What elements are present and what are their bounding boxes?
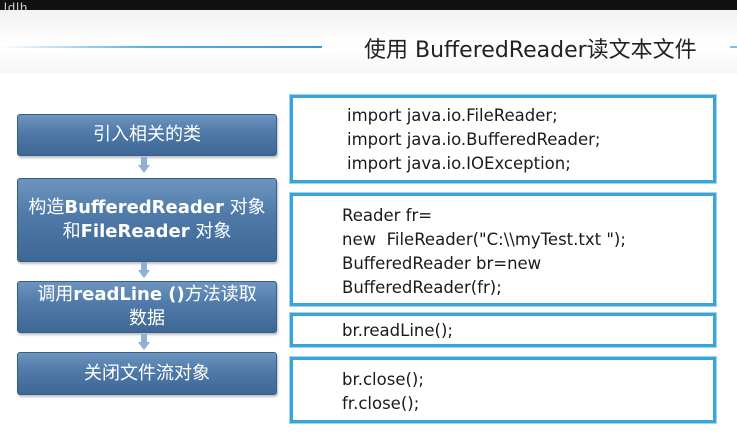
step-text-line: 调用readLine ()方法读取 [37, 283, 257, 307]
step-keyword: readLine () [73, 284, 185, 305]
step-text: 对象 [223, 197, 266, 218]
step-construct-readers: 构造BufferedReader 对象和FileReader 对象 [17, 178, 277, 262]
step-text-line: 构造BufferedReader 对象 [28, 196, 265, 220]
top-bar [0, 0, 737, 10]
step-keyword: BufferedReader [64, 197, 224, 218]
step-text: 数据 [129, 308, 165, 329]
step-text: 方法读取 [184, 284, 257, 305]
code-box-constructors: Reader fr= new FileReader("C:\\myTest.txt… [290, 193, 716, 306]
step-keyword: FileReader [80, 221, 190, 242]
code-box-close: br.close(); fr.close(); [290, 357, 716, 423]
step-text: 引入相关的类 [93, 124, 201, 145]
step-text: 和 [62, 221, 81, 242]
step-call-readline: 调用readLine ()方法读取数据 [17, 281, 277, 333]
arrow-down-icon [138, 334, 150, 350]
step-text: 对象 [189, 221, 232, 242]
code-line: br.close(); [342, 370, 424, 389]
slide-header [0, 10, 737, 74]
code-line: fr.close(); [342, 394, 420, 413]
step-close-stream: 关闭文件流对象 [17, 352, 277, 395]
title-accent-line [0, 46, 322, 48]
code-line: new FileReader("C:\\myTest.txt "); [342, 230, 626, 249]
step-text-line: 数据 [129, 307, 165, 331]
code-line: Reader fr= [342, 206, 433, 225]
step-text: 关闭文件流对象 [84, 362, 210, 384]
arrow-down-icon [138, 157, 150, 173]
step-import-classes: 引入相关的类 [17, 114, 277, 156]
code-line: import java.io.BufferedReader; [347, 130, 601, 149]
step-text: 调用 [37, 284, 74, 305]
code-box-readline: br.readLine(); [290, 313, 716, 347]
code-line: import java.io.IOException; [347, 154, 571, 173]
title-accent-dash [730, 46, 737, 48]
slide-title: 使用 BufferedReader读文本文件 [364, 38, 697, 63]
step-text-line: 关闭文件流对象 [84, 362, 210, 386]
code-box-imports: import java.io.FileReader; import java.io… [290, 95, 716, 183]
code-line: BufferedReader br=new [342, 254, 542, 273]
arrow-down-icon [138, 262, 150, 278]
step-text: 构造 [28, 197, 65, 218]
code-line: BufferedReader(fr); [342, 278, 502, 297]
step-text-line: 和FileReader 对象 [63, 220, 232, 244]
code-line: import java.io.FileReader; [347, 106, 558, 125]
step-text-line: 引入相关的类 [93, 123, 201, 147]
code-line: br.readLine(); [342, 321, 453, 340]
